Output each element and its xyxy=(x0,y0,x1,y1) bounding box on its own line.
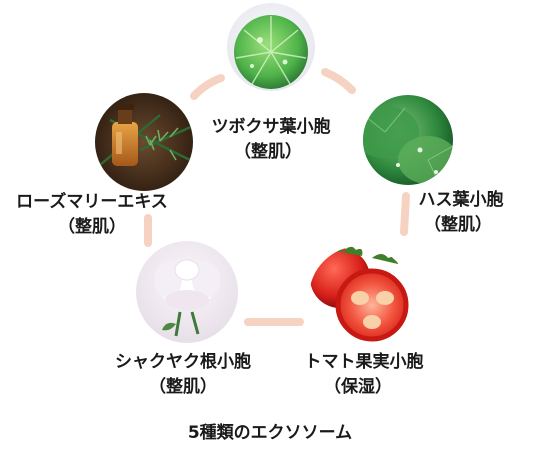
peony-name: シャクヤク根小胞 xyxy=(115,351,251,372)
lotus-effect: （整肌） xyxy=(424,214,492,235)
tomato-image xyxy=(309,246,411,348)
peony-effect: （整肌） xyxy=(149,376,217,397)
rosemary-image xyxy=(95,93,193,191)
label-rosemary: ローズマリーエキス （整肌） xyxy=(16,191,168,237)
lotus-image xyxy=(363,95,453,185)
label-lotus: ハス葉小胞 （整肌） xyxy=(419,189,504,235)
arrow-lotus-to-tomato xyxy=(400,192,410,236)
rosemary-name: ローズマリーエキス xyxy=(16,191,168,212)
centella-effect: （整肌） xyxy=(234,141,302,162)
centella-name: ツボクサ葉小胞 xyxy=(212,116,331,137)
tomato-effect: （保湿） xyxy=(324,376,392,397)
label-centella: ツボクサ葉小胞 （整肌） xyxy=(212,116,331,162)
label-peony: シャクヤク根小胞 （整肌） xyxy=(115,351,251,397)
label-tomato: トマト果実小胞 （保湿） xyxy=(305,351,424,397)
rosemary-effect: （整肌） xyxy=(58,216,126,237)
centella-image xyxy=(227,3,315,91)
tomato-name: トマト果実小胞 xyxy=(305,351,424,372)
arrow-rosemary-to-centella xyxy=(190,74,225,100)
arrow-centella-to-lotus xyxy=(321,68,356,94)
diagram-caption: 5種類のエクソソーム xyxy=(188,422,352,443)
peony-image xyxy=(136,241,238,343)
lotus-name: ハス葉小胞 xyxy=(419,189,504,210)
cycle-arrows xyxy=(144,68,410,326)
